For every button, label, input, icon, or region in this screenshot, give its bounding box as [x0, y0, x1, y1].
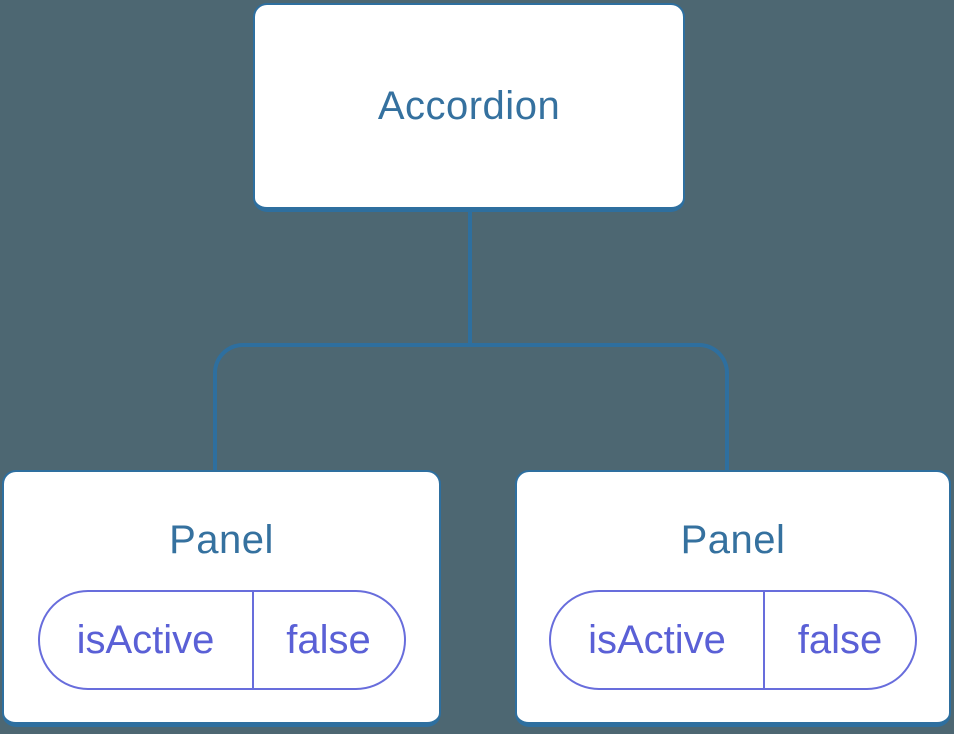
panel-node-left: Panel isActive false	[2, 470, 441, 727]
state-prop-name: isActive	[40, 592, 254, 688]
state-prop-value: false	[797, 617, 883, 662]
state-pill: isActive false	[37, 590, 406, 690]
accordion-label: Accordion	[377, 83, 561, 128]
panel-node-right: Panel isActive false	[515, 470, 951, 727]
state-pill: isActive false	[549, 590, 917, 690]
panel-title: Panel	[169, 518, 274, 562]
state-prop-value: false	[286, 617, 371, 662]
tree-connector-stem	[468, 210, 472, 345]
state-prop-name: isActive	[551, 592, 765, 688]
tree-connector-branch	[213, 343, 729, 470]
panel-title: Panel	[680, 518, 786, 562]
accordion-node: Accordion	[253, 3, 685, 212]
